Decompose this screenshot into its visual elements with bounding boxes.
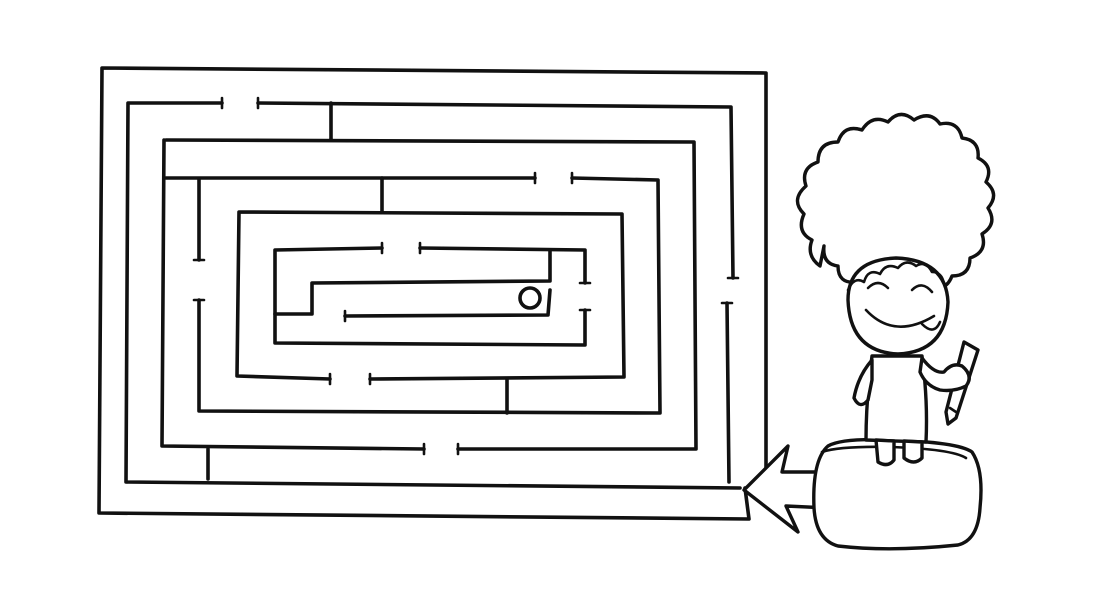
kid-eye-right <box>910 284 934 294</box>
kid-eye-left <box>866 281 890 290</box>
kid-tongue <box>920 320 942 331</box>
maze <box>97 66 768 521</box>
kid-leg-right <box>902 439 924 464</box>
maze-wall-core <box>273 248 552 318</box>
kid-smile <box>864 308 936 328</box>
maze-wall-ring5 <box>273 246 587 347</box>
kid-character <box>795 112 996 551</box>
maze-wall-ring4 <box>235 210 626 381</box>
maze-wall-ring3-sep <box>380 176 509 415</box>
kid-body <box>864 354 929 444</box>
kid-arm-right <box>918 356 971 393</box>
maze-wall-ticks <box>192 96 740 456</box>
maze-wall-ring2 <box>160 101 698 451</box>
kid-leg-left <box>874 438 896 467</box>
pencil-tip <box>948 406 958 414</box>
kid-face <box>846 256 950 356</box>
kid-arm-left <box>852 358 874 407</box>
kid-fringe <box>846 261 946 292</box>
maze-wall-ring1 <box>124 101 742 490</box>
pedestal <box>812 437 983 551</box>
goal-circle-icon <box>518 286 542 310</box>
maze-wall-outer <box>97 66 768 521</box>
maze-wall-ring3 <box>164 176 662 415</box>
